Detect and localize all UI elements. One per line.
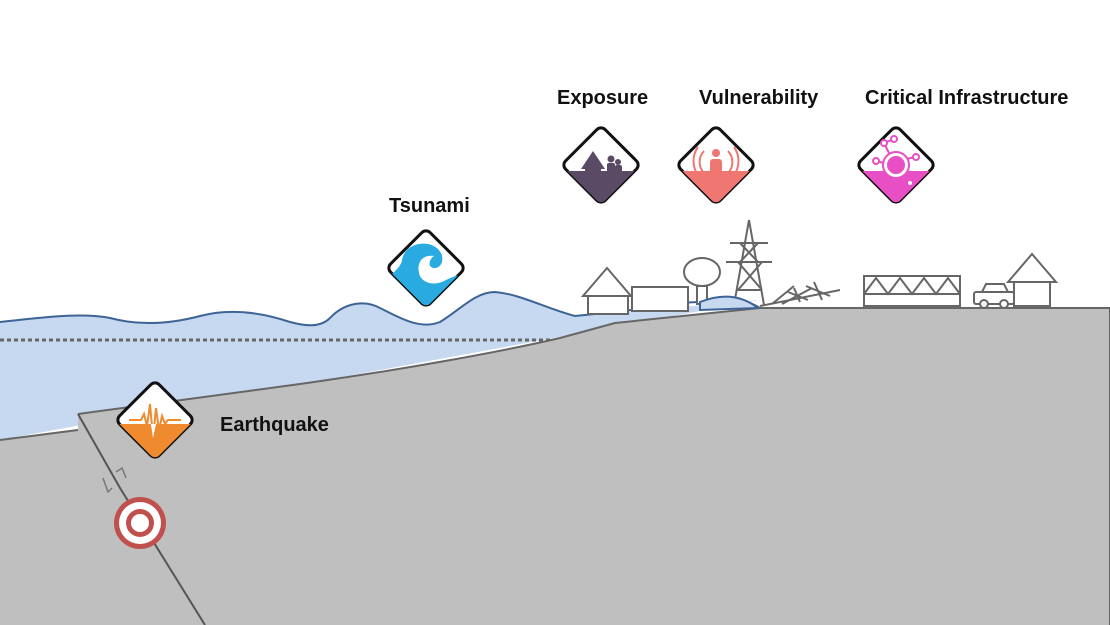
house-building <box>580 266 634 315</box>
epicenter-target-icon <box>114 497 166 549</box>
person-radiating-icon <box>676 126 756 205</box>
wave-icon <box>386 229 466 308</box>
warehouse-building <box>631 286 689 312</box>
house-building <box>1005 252 1059 307</box>
fallen-pylon <box>759 281 841 307</box>
house-family-icon <box>561 126 641 205</box>
power-pylon <box>726 219 772 306</box>
label-tsunami: Tsunami <box>389 195 470 217</box>
car <box>973 283 1015 309</box>
label-earthquake: Earthquake <box>220 414 329 436</box>
network-hub-icon <box>856 126 936 205</box>
shore-wave-front <box>699 295 761 312</box>
fault-line <box>77 413 206 625</box>
label-critical-infrastructure: Critical Infrastructure <box>865 87 1069 109</box>
slip-arrow-left <box>102 477 113 494</box>
ground-outline <box>0 307 1110 625</box>
water-tower <box>683 257 721 305</box>
bridge <box>863 275 961 307</box>
label-vulnerability: Vulnerability <box>699 87 819 109</box>
label-exposure: Exposure <box>557 87 649 109</box>
slip-arrow-right <box>115 466 127 479</box>
